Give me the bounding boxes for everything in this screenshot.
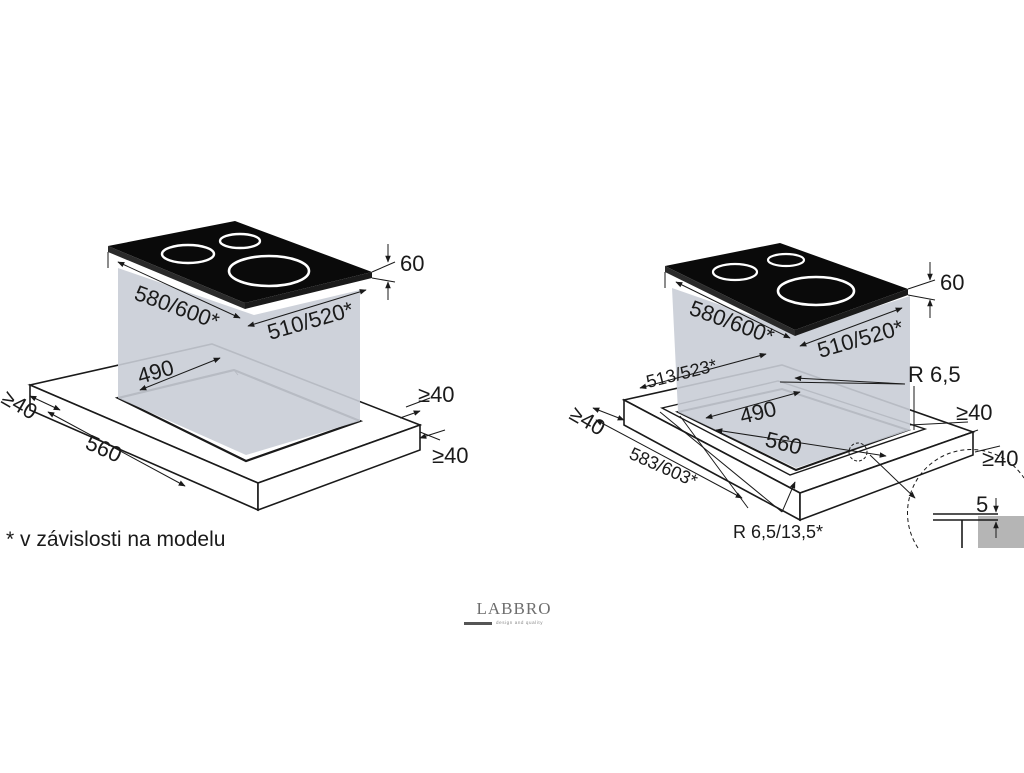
right-margin-front-label: ≥40 [566, 401, 610, 441]
left-thickness-label: 60 [400, 251, 424, 276]
brand-logo: LABBRO design and quality [462, 600, 566, 618]
brand-logo-wordmark: LABBRO [462, 600, 566, 618]
left-margin-right-bottom-label: ≥40 [432, 443, 469, 468]
right-drawing: 60 580/600* 510/520* 513/523* R 6,5 490 … [566, 243, 1024, 548]
brand-logo-bar [464, 622, 492, 625]
right-corner-radius-label: R 6,5 [908, 362, 961, 387]
model-note: * v závislosti na modelu [6, 528, 225, 552]
left-margin-right-top-label: ≥40 [418, 382, 455, 407]
right-thickness-label: 60 [940, 270, 964, 295]
right-detail-depth-label: 5 [976, 492, 988, 517]
right-recess-radius-label: R 6,5/13,5* [733, 522, 823, 542]
left-drawing: 60 580/600* 510/520* 490 560 ≥40 ≥40 ≥40 [0, 221, 469, 510]
right-margin-right-bottom-label: ≥40 [982, 446, 1019, 471]
right-margin-right-top-label: ≥40 [956, 400, 993, 425]
brand-logo-tagline: design and quality [496, 620, 543, 625]
